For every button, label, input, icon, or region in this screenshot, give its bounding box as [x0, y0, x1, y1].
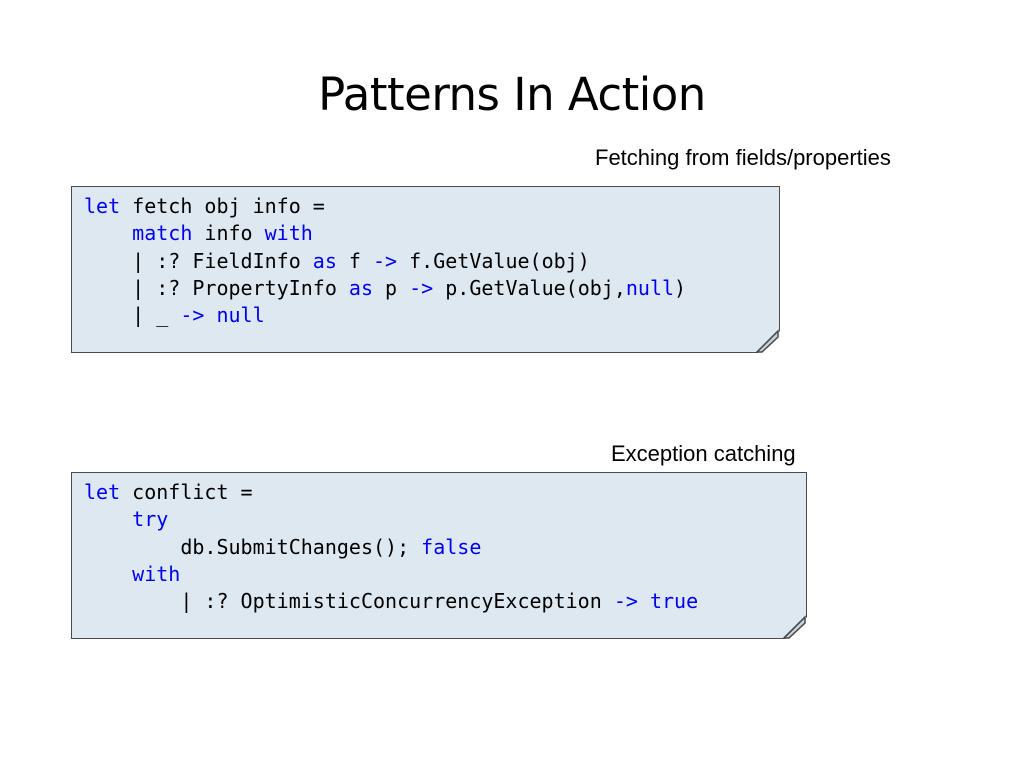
code-line: | :? FieldInfo as f -> f.GetValue(obj): [84, 248, 686, 275]
code-text: fetch obj info =: [120, 194, 325, 218]
code-keyword: let: [84, 480, 121, 504]
code-note-exception: let conflict = try db.SubmitChanges(); f…: [71, 472, 807, 639]
code-text: p.GetValue(obj,: [433, 275, 626, 300]
code-keyword: try: [132, 507, 169, 532]
code-line: db.SubmitChanges(); false: [84, 534, 698, 561]
code-line: | :? OptimisticConcurrencyException -> t…: [84, 588, 698, 615]
caption-fetching: Fetching from fields/properties: [595, 145, 891, 170]
code-text: p: [373, 275, 410, 300]
code-text: [638, 589, 650, 613]
code-line: let conflict =: [84, 479, 698, 506]
code-block-exception: let conflict = try db.SubmitChanges(); f…: [84, 479, 698, 615]
code-keyword: with: [132, 561, 181, 586]
code-text: conflict =: [120, 480, 253, 504]
code-text: [204, 303, 216, 327]
code-keyword: as: [312, 248, 337, 273]
code-line: let fetch obj info =: [84, 193, 686, 220]
code-text: info: [192, 221, 265, 246]
code-keyword: ->: [409, 275, 434, 300]
code-keyword: null: [625, 275, 675, 300]
code-keyword: ->: [180, 303, 205, 328]
code-text: [84, 507, 132, 531]
code-keyword: ->: [613, 589, 638, 614]
code-keyword: let: [84, 194, 121, 218]
code-keyword: match: [132, 221, 193, 246]
code-text: [84, 221, 132, 245]
code-text: f.GetValue(obj): [397, 248, 590, 273]
code-keyword: as: [348, 275, 373, 300]
page-curl-icon: [755, 329, 779, 353]
code-text: f: [336, 248, 373, 273]
code-text: | :? PropertyInfo: [84, 275, 349, 300]
slide-title: Patterns In Action: [318, 68, 706, 121]
code-text: db.SubmitChanges();: [84, 534, 422, 559]
code-text: | :? FieldInfo: [84, 248, 313, 273]
code-text: ): [674, 275, 687, 300]
code-note-fetch: let fetch obj info = match info with | :…: [71, 186, 780, 353]
code-keyword: false: [421, 534, 482, 559]
code-block-fetch: let fetch obj info = match info with | :…: [84, 193, 686, 329]
code-text: | :? OptimisticConcurrencyException: [84, 589, 614, 614]
page-curl-icon: [782, 615, 806, 639]
code-line: | _ -> null: [84, 302, 686, 329]
caption-exception: Exception catching: [611, 441, 796, 466]
code-keyword: true: [649, 589, 699, 614]
code-keyword: with: [264, 221, 313, 246]
code-line: | :? PropertyInfo as p -> p.GetValue(obj…: [84, 275, 686, 302]
code-text: | _: [84, 303, 181, 328]
code-line: match info with: [84, 220, 686, 247]
code-keyword: ->: [373, 248, 398, 273]
code-keyword: null: [216, 303, 265, 328]
code-line: try: [84, 506, 698, 533]
code-line: with: [84, 561, 698, 588]
code-text: [84, 562, 132, 586]
